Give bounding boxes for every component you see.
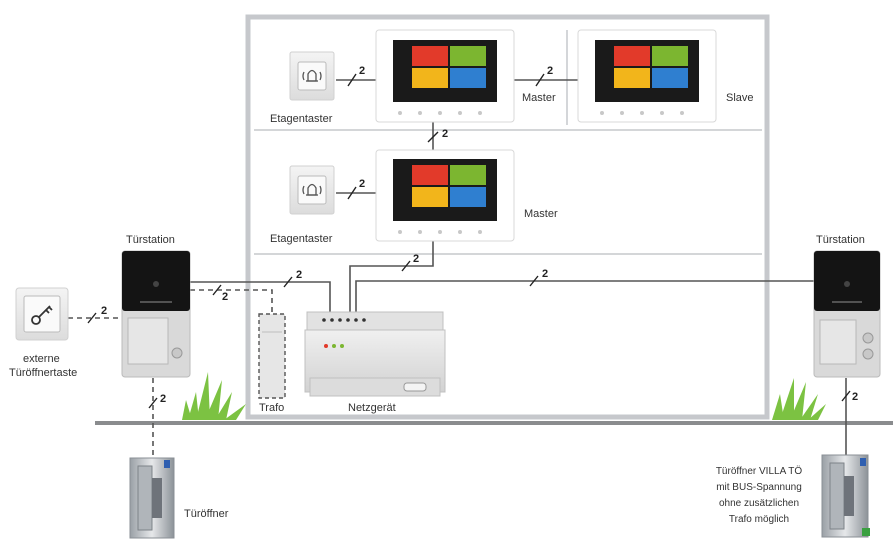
door-opener-label: Türöffner — [184, 508, 229, 520]
wire-count: 2 — [296, 269, 302, 281]
door-station-label: Türstation — [126, 234, 175, 246]
power-supply — [304, 311, 446, 397]
grass-right — [772, 378, 826, 420]
monitor-master-mid — [375, 149, 515, 242]
wire-count: 2 — [542, 268, 548, 280]
monitor-slave — [577, 29, 717, 123]
bell-icon — [302, 183, 322, 196]
building-frame — [245, 14, 770, 420]
grass-left — [182, 372, 246, 420]
external-button — [15, 287, 69, 341]
transformer — [258, 313, 286, 399]
wire-count: 2 — [547, 65, 553, 77]
svg-text:Türöffner VILLA TÖ: Türöffner VILLA TÖ — [716, 465, 803, 477]
floor-button-label: Etagentaster — [270, 233, 333, 245]
monitor-master-top — [375, 29, 515, 123]
wires — [190, 79, 847, 455]
wire-count: 2 — [101, 305, 107, 317]
floor-button-mid — [289, 165, 335, 215]
master-label: Master — [524, 208, 558, 220]
wire-count: 2 — [442, 128, 448, 140]
svg-text:mit BUS-Spannung: mit BUS-Spannung — [716, 482, 802, 493]
power-supply-label: Netzgerät — [348, 402, 396, 414]
bell-icon — [302, 69, 322, 82]
external-button-label: Türöffnertaste — [9, 367, 77, 379]
floor-button-top — [289, 51, 335, 101]
door-opener-right — [821, 454, 870, 538]
villa-note: Türöffner VILLA TÖ mit BUS-Spannung ohne… — [716, 465, 803, 525]
key-icon — [31, 305, 53, 325]
door-opener-left — [129, 457, 175, 539]
wire-count-labels: 2 2 2 2 2 2 2 2 2 2 2 — [101, 65, 858, 405]
door-station-label: Türstation — [816, 234, 865, 246]
wire-count: 2 — [222, 291, 228, 303]
wire-ticks — [87, 73, 851, 409]
master-label: Master — [522, 92, 556, 104]
wire-count: 2 — [852, 391, 858, 403]
door-station-left — [121, 250, 191, 378]
wire-count: 2 — [160, 393, 166, 405]
slave-label: Slave — [726, 92, 754, 104]
wire-count: 2 — [359, 65, 365, 77]
external-button-label: externe — [23, 353, 60, 365]
wire-count: 2 — [413, 253, 419, 265]
door-station-right — [813, 250, 881, 378]
svg-text:Trafo möglich: Trafo möglich — [729, 514, 789, 525]
floor-button-label: Etagentaster — [270, 113, 333, 125]
wire-count: 2 — [359, 178, 365, 190]
svg-text:ohne zusätzlichen: ohne zusätzlichen — [719, 498, 799, 509]
transformer-label: Trafo — [259, 402, 284, 414]
